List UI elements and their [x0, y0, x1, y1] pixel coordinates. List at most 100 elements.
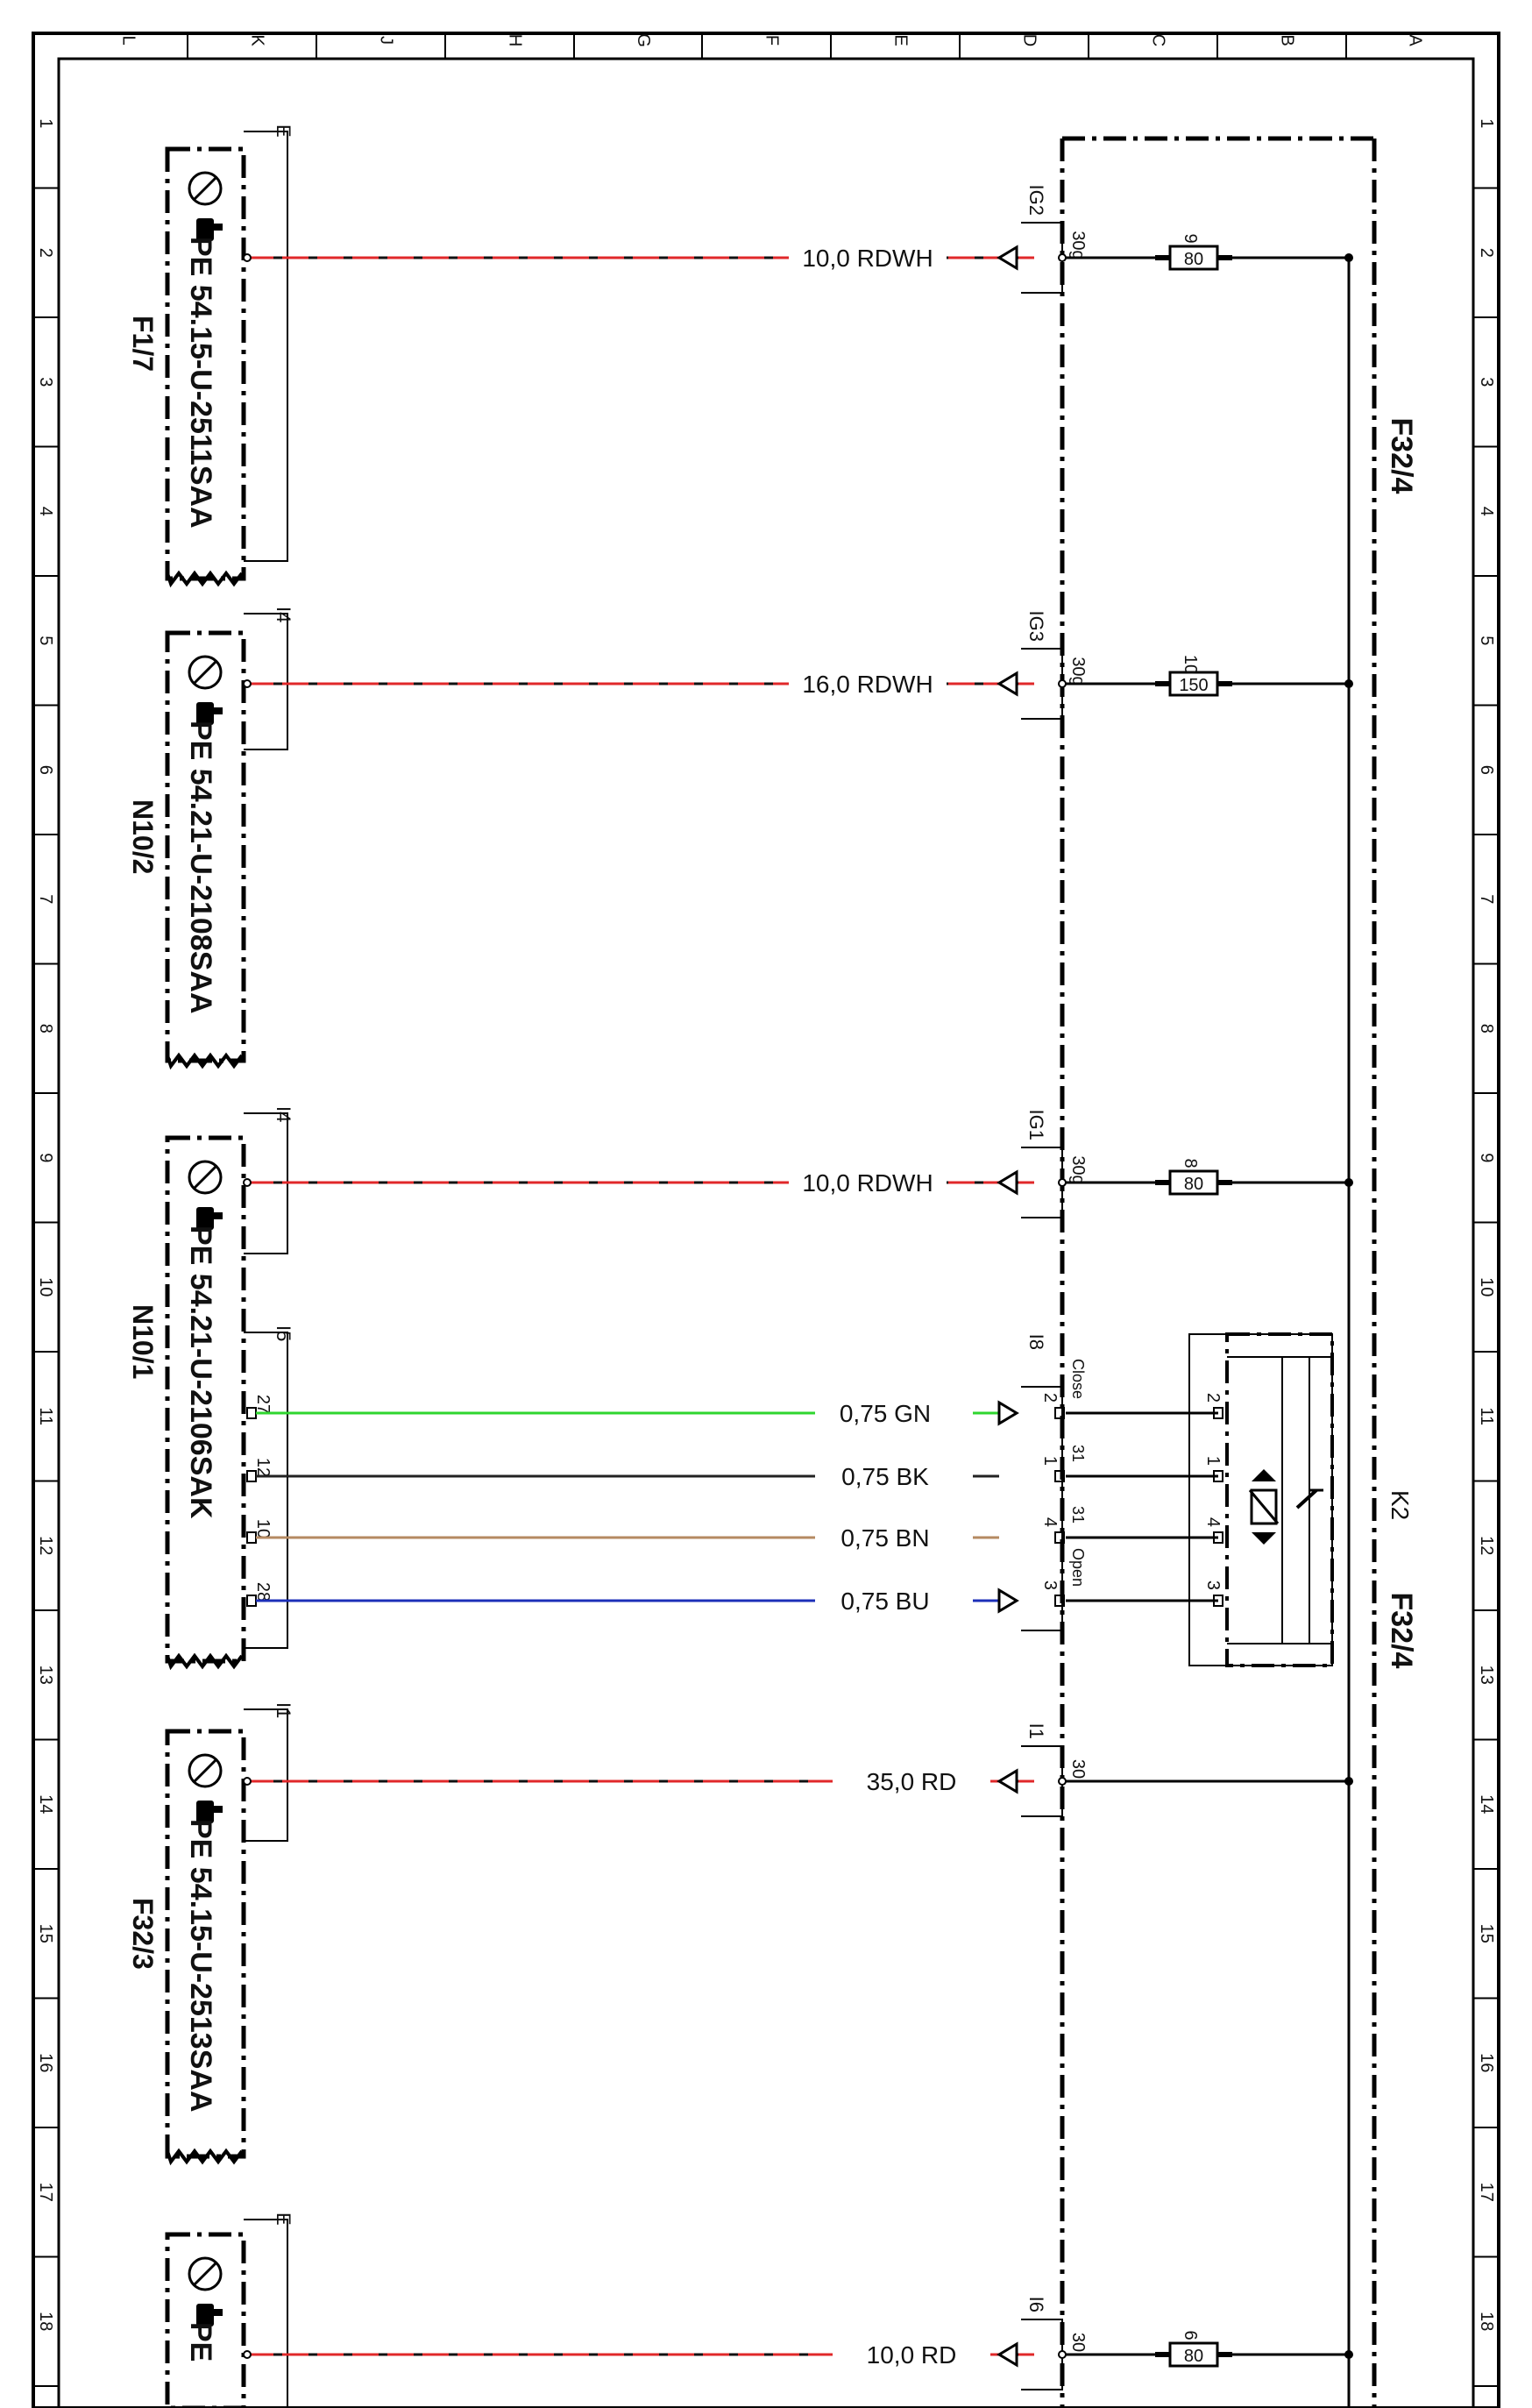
pin-socket: [1213, 1407, 1223, 1419]
module-box-border: [165, 2232, 246, 2408]
connector-bracket: [244, 1332, 288, 1649]
column-label: D: [1020, 34, 1039, 46]
pin-socket: [1213, 1531, 1223, 1544]
connector-label: I4: [273, 1106, 294, 1122]
pointer-hand-icon: [196, 702, 214, 725]
connector-bracket: [244, 613, 288, 750]
pin-dot: [1058, 2350, 1067, 2359]
relay-box: [1225, 1332, 1334, 1667]
module-cut-symbol: [166, 1652, 244, 1671]
terminal-arrow-icon: [997, 1768, 1018, 1794]
module-code: PE 54.21-U-2108SAA: [184, 721, 217, 1014]
ground-symbol-icon: [193, 176, 217, 201]
ground-symbol-icon: [193, 1165, 217, 1190]
module-cut-symbol: [166, 1052, 244, 1070]
wire-label-bg: [815, 1524, 973, 1552]
row-label-left: 17: [36, 2183, 55, 2202]
pin-socket: [1054, 1531, 1065, 1544]
module-code: PE 54.15-U-2513SAA: [184, 1819, 217, 2113]
column-label: K: [248, 34, 267, 46]
connector-label: E: [273, 2213, 294, 2226]
pointer-hand-icon: [214, 224, 223, 231]
terminal-arrow-icon: [997, 671, 1018, 697]
pin-label: 30g: [1068, 1155, 1088, 1184]
fuse-rating: 80: [1184, 250, 1203, 269]
pin-end: [243, 2350, 252, 2359]
wire-label-bg: [815, 1587, 973, 1615]
wire-spec: 16,0 RDWH: [802, 671, 933, 698]
fuse-number: 10: [1181, 655, 1200, 674]
connector-bracket: [244, 131, 288, 562]
diode-icon: [1252, 1469, 1276, 1481]
wire-label-bg: [789, 1168, 947, 1197]
relay-switch-icon: [1295, 1488, 1318, 1509]
wire-label-bg: [789, 670, 947, 698]
terminal-arrow-icon: [997, 1169, 1018, 1196]
pin-end: [243, 1178, 252, 1187]
relay-pin: 3: [1203, 1580, 1223, 1590]
wire-label-bg: [815, 1462, 973, 1490]
fuse-rating: 80: [1184, 2347, 1203, 2366]
row-label-left: 18: [36, 2312, 55, 2331]
row-label-left: 10: [36, 1277, 55, 1296]
diode-icon: [1252, 1532, 1276, 1545]
ground-symbol-icon: [188, 2256, 223, 2291]
pin-end: [243, 679, 252, 688]
pin-socket: [1054, 1407, 1065, 1419]
mid-pin: 2: [1040, 1393, 1060, 1403]
mid-pin: 4: [1040, 1517, 1060, 1527]
pin-dot: [1058, 1178, 1067, 1187]
row-label-left: 8: [36, 1024, 55, 1034]
wire-spec: 0,75 GN: [840, 1400, 931, 1427]
wire-label-bg: [833, 2341, 990, 2369]
terminal-arrow-icon: [997, 1400, 1019, 1426]
module-cut-symbol: [166, 570, 244, 588]
row-label-right: 17: [1477, 2183, 1496, 2202]
connector-label: I4: [273, 607, 294, 622]
terminal-label: I1: [1025, 1723, 1047, 1739]
bus-label-bottom: F32/4: [1385, 1593, 1418, 1669]
row-label-left: 14: [36, 1794, 55, 1814]
fuse-number: 9: [1181, 233, 1200, 243]
wire-label-bg: [815, 1399, 973, 1427]
function-label: Open: [1069, 1548, 1087, 1587]
pin-dot: [1058, 1777, 1067, 1786]
pin-dot: [1058, 253, 1067, 262]
fuse-rating: 80: [1184, 1175, 1203, 1194]
bus-junction: [1344, 1178, 1353, 1187]
terminal-label: IG2: [1025, 185, 1047, 216]
bus-junction: [1344, 1777, 1353, 1786]
bus-label-top: F32/4: [1385, 418, 1418, 494]
terminal-label: I8: [1025, 1334, 1047, 1350]
wire-spec: 0,75 BU: [840, 1588, 929, 1615]
terminal-label: IG3: [1025, 611, 1047, 642]
column-label: G: [634, 33, 653, 47]
row-label-left: 1: [36, 118, 55, 128]
wire-spec: 10,0 RD: [867, 2341, 957, 2369]
fuse-number: 8: [1181, 1158, 1200, 1168]
function-label: Close: [1069, 1359, 1087, 1399]
row-label-left: 16: [36, 2053, 55, 2072]
wire-spec: 10,0 RDWH: [802, 1169, 933, 1197]
row-label-left: 5: [36, 636, 55, 645]
row-label-right: 11: [1477, 1407, 1496, 1425]
relay-coil-icon: [1248, 1489, 1280, 1524]
row-label-right: 3: [1477, 377, 1496, 387]
ground-symbol-icon: [193, 1758, 217, 1783]
terminal-arrow-icon: [997, 1588, 1019, 1614]
module-pin: 27: [253, 1395, 273, 1414]
bus-junction: [1344, 2350, 1353, 2359]
terminal-label: IG1: [1025, 1110, 1047, 1140]
row-label-right: 16: [1477, 2053, 1496, 2072]
pin-end: [243, 253, 252, 262]
terminal-bracket: [1021, 1386, 1063, 1631]
